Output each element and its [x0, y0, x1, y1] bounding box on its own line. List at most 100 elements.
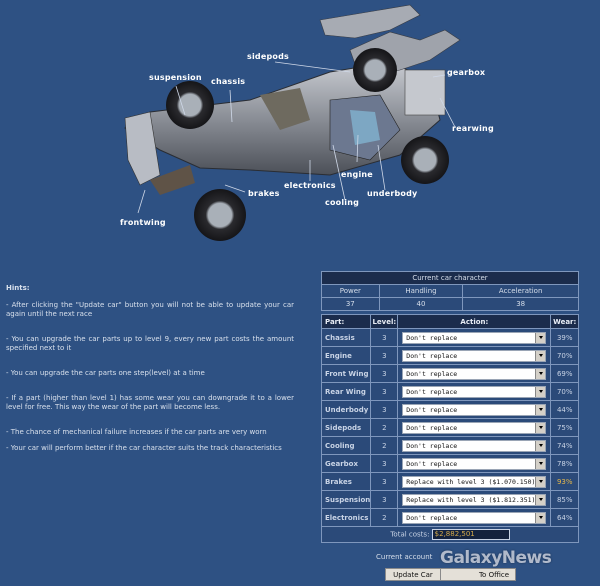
table-row: Engine 3 Don't replace 70%	[320, 346, 579, 365]
part-name: Rear Wing	[320, 382, 372, 401]
selected-option: Don't replace	[406, 405, 458, 414]
part-name: Engine	[320, 346, 372, 365]
part-name: Electronics	[320, 508, 372, 527]
table-row: Gearbox 3 Don't replace 78%	[320, 454, 579, 473]
car-diagram: sidepods gearbox suspension chassis rear…	[0, 0, 600, 265]
to-office-button[interactable]: To Office	[440, 568, 516, 581]
part-level: 3	[370, 472, 399, 491]
action-column-header: Action:	[397, 314, 552, 329]
action-select-chassis[interactable]: Don't replace	[402, 331, 547, 344]
action-select-rear-wing[interactable]: Don't replace	[402, 385, 547, 398]
selected-option: Don't replace	[406, 351, 458, 360]
wear-column-header: Wear:	[550, 314, 579, 329]
label-underbody: underbody	[367, 189, 418, 198]
total-costs-row: Total costs: $2,882,501	[322, 527, 579, 543]
label-gearbox: gearbox	[447, 68, 486, 77]
part-wear: 78%	[550, 454, 579, 473]
level-column-header: Level:	[370, 314, 399, 329]
action-select-engine[interactable]: Don't replace	[402, 349, 547, 362]
part-wear: 85%	[550, 490, 579, 509]
dropdown-arrow-icon[interactable]	[535, 332, 546, 343]
action-select-suspension[interactable]: Replace with level 3 ($1.812.351)	[402, 493, 547, 506]
part-name: Underbody	[320, 400, 372, 419]
action-select-gearbox[interactable]: Don't replace	[402, 457, 547, 470]
part-wear: 39%	[550, 328, 579, 347]
label-rearwing: rearwing	[452, 124, 494, 133]
total-costs-field: $2,882,501	[431, 529, 510, 540]
dropdown-arrow-icon[interactable]	[535, 512, 546, 523]
part-wear: 69%	[550, 364, 579, 383]
label-sidepods: sidepods	[247, 52, 289, 61]
hints-title: Hints:	[6, 284, 30, 292]
dropdown-arrow-icon[interactable]	[535, 404, 546, 415]
hints-panel: Hints: - After clicking the "Update car"…	[6, 284, 294, 469]
table-row: Suspension 3 Replace with level 3 ($1.81…	[320, 490, 579, 509]
action-select-sidepods[interactable]: Don't replace	[402, 421, 547, 434]
selected-option: Replace with level 3 ($1.812.351)	[406, 495, 536, 504]
selected-option: Don't replace	[406, 423, 458, 432]
action-select-underbody[interactable]: Don't replace	[402, 403, 547, 416]
current-account-label: Current account	[376, 553, 433, 561]
label-frontwing: frontwing	[120, 218, 166, 227]
part-name: Suspension	[320, 490, 372, 509]
hint-item: - You can upgrade the car parts one step…	[6, 369, 205, 377]
part-wear: 44%	[550, 400, 579, 419]
handling-value: 40	[378, 297, 464, 311]
selected-option: Don't replace	[406, 387, 458, 396]
acceleration-header: Acceleration	[462, 284, 579, 298]
label-cooling: cooling	[325, 198, 360, 207]
part-name: Front Wing	[320, 364, 372, 383]
part-name: Brakes	[320, 472, 372, 491]
table-row: Electronics 2 Don't replace 64%	[320, 508, 579, 527]
action-select-electronics[interactable]: Don't replace	[402, 511, 547, 524]
update-car-button[interactable]: Update Car	[385, 568, 441, 581]
part-level: 3	[370, 364, 399, 383]
action-select-front-wing[interactable]: Don't replace	[402, 367, 547, 380]
dropdown-arrow-icon[interactable]	[535, 422, 546, 433]
f1-car-illustration	[124, 4, 461, 241]
dropdown-arrow-icon[interactable]	[535, 440, 546, 451]
power-header: Power	[321, 284, 380, 298]
part-level: 3	[370, 400, 399, 419]
part-level: 3	[370, 328, 399, 347]
hint-item: - You can upgrade the car parts up to le…	[6, 335, 294, 352]
selected-option: Don't replace	[406, 441, 458, 450]
dropdown-arrow-icon[interactable]	[535, 368, 546, 379]
label-brakes: brakes	[248, 189, 280, 198]
part-level: 3	[370, 346, 399, 365]
part-wear: 64%	[550, 508, 579, 527]
table-row: Sidepods 2 Don't replace 75%	[320, 418, 579, 437]
selected-option: Don't replace	[406, 369, 458, 378]
hint-item: - Your car will perform better if the ca…	[6, 444, 282, 452]
handling-header: Handling	[378, 284, 464, 298]
part-level: 2	[370, 508, 399, 527]
selected-option: Replace with level 3 ($1.070.150)	[406, 477, 536, 486]
parts-table: Part: Level: Action: Wear: Chassis 3 Don…	[320, 314, 579, 543]
label-chassis: chassis	[211, 77, 246, 86]
dropdown-arrow-icon[interactable]	[535, 494, 546, 505]
dropdown-arrow-icon[interactable]	[535, 476, 546, 487]
table-row: Rear Wing 3 Don't replace 70%	[320, 382, 579, 401]
part-name: Sidepods	[320, 418, 372, 437]
part-name: Gearbox	[320, 454, 372, 473]
acceleration-value: 38	[462, 297, 579, 311]
dropdown-arrow-icon[interactable]	[535, 458, 546, 469]
dropdown-arrow-icon[interactable]	[535, 350, 546, 361]
part-wear: 74%	[550, 436, 579, 455]
car-character-table: Current car character Power Handling Acc…	[321, 271, 579, 311]
car-update-panel: Current car character Power Handling Acc…	[320, 271, 579, 543]
watermark-logo: GalaxyNews	[440, 548, 552, 568]
action-select-brakes[interactable]: Replace with level 3 ($1.070.150)	[402, 475, 547, 488]
part-wear: 93%	[550, 472, 579, 491]
parts-table-header: Part: Level: Action: Wear:	[320, 314, 579, 329]
part-name: Chassis	[320, 328, 372, 347]
dropdown-arrow-icon[interactable]	[535, 386, 546, 397]
part-wear: 70%	[550, 346, 579, 365]
selected-option: Don't replace	[406, 513, 458, 522]
part-level: 3	[370, 454, 399, 473]
table-row: Underbody 3 Don't replace 44%	[320, 400, 579, 419]
action-select-cooling[interactable]: Don't replace	[402, 439, 547, 452]
label-engine: engine	[341, 170, 373, 179]
hint-item: - The chance of mechanical failure incre…	[6, 428, 267, 436]
part-name: Cooling	[320, 436, 372, 455]
